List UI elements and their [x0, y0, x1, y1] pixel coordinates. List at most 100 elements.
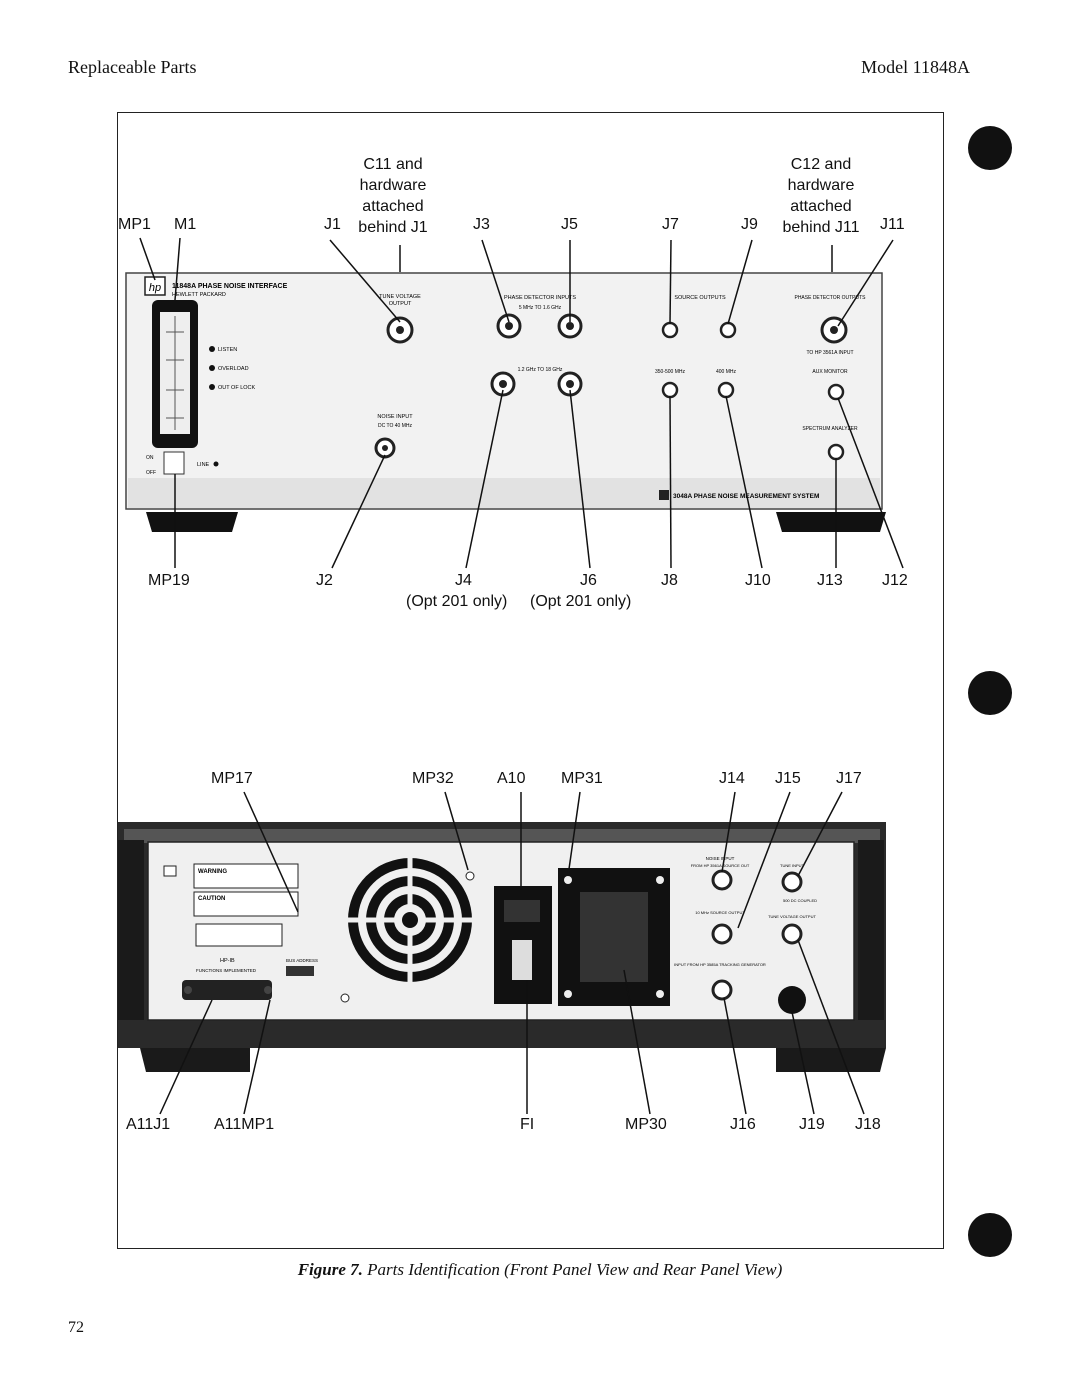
freq-350-label: 350-500 MHz [655, 369, 686, 375]
phase-detector-inputs-label: PHASE DETECTOR INPUTS [504, 295, 576, 301]
caution-label: CAUTION [198, 896, 225, 902]
rear-hp-logo-icon [163, 865, 177, 877]
label-mp17: MP17 [211, 770, 253, 787]
note-c12-line4: behind J11 [782, 219, 860, 236]
label-j14: J14 [719, 770, 745, 787]
j19-plug [778, 986, 806, 1014]
listen-label: LISTEN [218, 347, 237, 353]
warning-label: WARNING [198, 869, 227, 875]
bus-address-switch [286, 966, 314, 976]
hp-logo-icon [144, 276, 166, 296]
noise-range-label: DC TO 40 MHz [378, 423, 412, 429]
range-high-label: 1.2 GHz TO 18 GHz [518, 367, 563, 373]
label-j8: J8 [661, 572, 678, 589]
tune-input-label: TUNE INPUT [780, 863, 805, 868]
label-j13: J13 [817, 572, 843, 589]
note-c11-line3: attached [362, 198, 424, 215]
front-title: 11848A PHASE NOISE INTERFACE [172, 283, 288, 290]
rear-noise-input-label: NOISE INPUT [706, 856, 735, 861]
label-j5: J5 [561, 216, 578, 233]
freq-400-label: 400 MHz [716, 369, 737, 375]
from-hp-label: FROM HP 3561A SOURCE OUT [691, 863, 750, 868]
label-j3: J3 [473, 216, 490, 233]
label-m1: M1 [174, 216, 197, 233]
out-of-lock-label: OUT OF LOCK [218, 385, 256, 391]
label-opt-j6: (Opt 201 only) [530, 593, 632, 610]
label-j17: J17 [836, 770, 862, 787]
label-a11j1: A11J1 [126, 1116, 171, 1133]
label-j7: J7 [662, 216, 679, 233]
tune-voltage-label: TUNE VOLTAGE [379, 294, 421, 300]
label-j19: J19 [799, 1116, 825, 1133]
spectrum-analyzer-label: SPECTRUM ANALYZER [802, 426, 858, 432]
mp19-line-switch [163, 451, 185, 475]
line-label: LINE [197, 462, 210, 468]
label-mp30: MP30 [625, 1116, 667, 1133]
label-j15: J15 [775, 770, 801, 787]
label-mp31: MP31 [561, 770, 603, 787]
figure-frame [117, 112, 944, 1249]
binder-hole-top [968, 126, 1012, 170]
system-label: 3048A PHASE NOISE MEASUREMENT SYSTEM [673, 493, 819, 500]
range-low-label: 5 MHz TO 1.6 GHz [519, 305, 562, 311]
model-header: Model 11848A [861, 57, 970, 77]
figure-caption: Figure 7. Parts Identification (Front Pa… [0, 1260, 1080, 1280]
note-c11-line4: behind J1 [358, 219, 428, 236]
j15-connector [711, 923, 733, 945]
ground-screw-icon [340, 993, 350, 1003]
label-j10: J10 [745, 572, 771, 589]
label-j16: J16 [730, 1116, 756, 1133]
page-number: 72 [68, 1319, 84, 1336]
note-c12-line1: C12 and [790, 156, 852, 173]
binder-hole-middle [968, 671, 1012, 715]
note-c11-line1: C11 and [363, 156, 423, 173]
dc-coupled-label: 500 DC COUPLED [783, 898, 817, 903]
label-mp32: MP32 [412, 770, 454, 787]
j12-connector [827, 383, 845, 401]
label-j1: J1 [324, 216, 341, 233]
label-fi: FI [520, 1116, 535, 1133]
label-j2: J2 [316, 572, 333, 589]
label-mp19: MP19 [148, 572, 190, 589]
svg-text:hp: hp [149, 282, 161, 294]
j18-connector [781, 923, 803, 945]
label-mp1: MP1 [118, 216, 151, 233]
aux-monitor-label: AUX MONITOR [812, 369, 848, 375]
binder-hole-bottom [968, 1213, 1012, 1257]
j14-connector [711, 869, 733, 891]
input-from-label: INPUT FROM HP 3585A TRACKING GENERATOR [674, 962, 766, 967]
label-j12: J12 [882, 572, 908, 589]
label-j9: J9 [741, 216, 758, 233]
system-badge-icon [659, 490, 669, 500]
label-j4: J4 [455, 572, 472, 589]
section-header: Replaceable Parts [68, 57, 197, 77]
note-c11-line2: hardware [359, 177, 427, 194]
figure-number: Figure 7. [297, 1260, 363, 1279]
to-hp-label: TO HP 3561A INPUT [806, 350, 853, 356]
label-opt-j4: (Opt 201 only) [406, 593, 508, 610]
label-j18: J18 [855, 1116, 881, 1133]
fi-fuse [512, 940, 532, 980]
functions-label: FUNCTIONS IMPLEMENTED [196, 968, 257, 973]
phase-detector-outputs-label: PHASE DETECTOR OUTPUTS [794, 295, 866, 301]
note-c12: C12 and hardware attached behind J11 [762, 154, 880, 238]
j16-connector [711, 979, 733, 1001]
out-of-lock-indicator [209, 384, 215, 390]
on-label: ON [146, 455, 154, 461]
a11j1-connector [182, 980, 272, 1000]
bus-address-label: BUS ADDRESS [286, 958, 318, 963]
figure-title: Parts Identification (Front Panel View a… [367, 1260, 783, 1279]
j17-connector [781, 871, 803, 893]
listen-indicator [209, 346, 215, 352]
mhz-source-label: 10 MHz SOURCE OUTPUT [695, 910, 745, 915]
noise-input-label: NOISE INPUT [377, 414, 413, 420]
note-c12-line3: attached [790, 198, 852, 215]
off-label: OFF [146, 470, 156, 476]
hpib-label: HP-IB [220, 958, 235, 964]
label-a11mp1: A11MP1 [214, 1116, 275, 1133]
label-j11: J11 [880, 216, 905, 233]
label-a10: A10 [497, 770, 526, 787]
overload-label: OVERLOAD [218, 366, 249, 372]
